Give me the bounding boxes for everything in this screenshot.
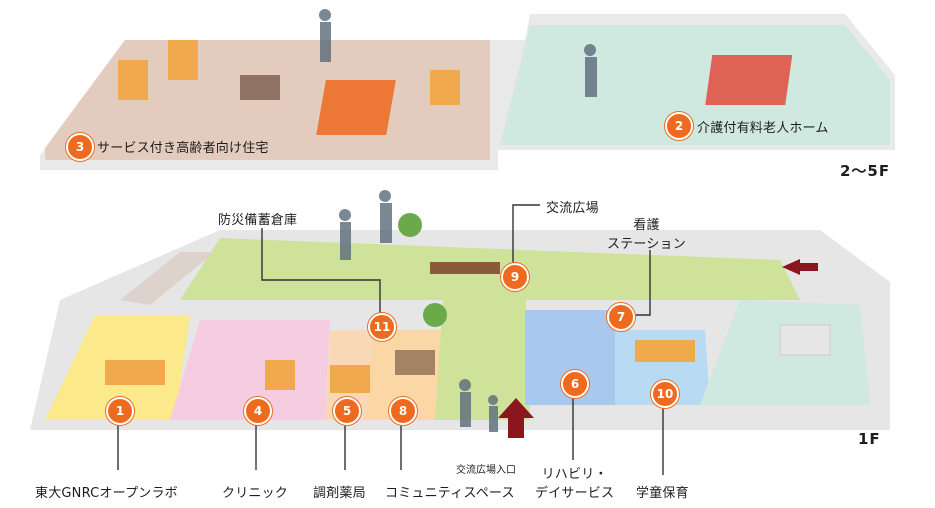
community-table <box>395 350 435 375</box>
clinic-chair <box>265 360 295 390</box>
plant-1 <box>398 213 422 237</box>
badge-3: 3 <box>66 133 94 161</box>
label-service-housing: サービス付き高齢者向け住宅 <box>97 141 269 156</box>
label-plaza: 交流広場 <box>546 201 599 216</box>
person-body-1 <box>460 392 471 427</box>
floor-label-upper: 2〜5F <box>840 162 891 180</box>
label-storage: 防災備蓄倉庫 <box>218 213 298 228</box>
badge-5: 5 <box>333 397 361 425</box>
badge-9: 9 <box>501 263 529 291</box>
label-gakudo: 学童保育 <box>636 486 689 501</box>
chair-3 <box>430 70 460 105</box>
label-nurse-line2: ステーション <box>607 237 686 252</box>
leader-11 <box>261 228 381 315</box>
badge-7: 7 <box>607 303 635 331</box>
plaza-zone <box>435 270 530 420</box>
label-nursing-home: 介護付有料老人ホーム <box>697 121 829 136</box>
clinic-zone <box>170 320 330 420</box>
plaza-bench <box>430 262 500 274</box>
rehab-zone <box>525 310 620 405</box>
leader-7 <box>635 250 651 316</box>
label-rehab-line1: リハビリ・ <box>541 467 608 482</box>
person-head-4 <box>339 209 351 221</box>
person-body-6 <box>320 22 331 62</box>
bed-upper-right <box>705 55 793 105</box>
pharmacy-counter <box>330 365 370 393</box>
person-head-2 <box>488 395 498 405</box>
person-body-5 <box>585 57 597 97</box>
leader-9 <box>512 204 540 265</box>
upper-right-floor <box>500 25 890 145</box>
label-nurse-line1: 看護 <box>633 218 660 233</box>
label-pharmacy: 調剤薬局 <box>313 486 366 501</box>
person-head-1 <box>459 379 471 391</box>
person-body-2 <box>489 406 498 432</box>
person-body-3 <box>380 203 392 243</box>
label-entrance: 交流広場入口 <box>456 465 516 476</box>
floor-label-ground: 1F <box>858 430 881 448</box>
badge-2: 2 <box>665 112 693 140</box>
badge-11: 11 <box>368 313 396 341</box>
lab-desk <box>105 360 165 385</box>
badge-8: 8 <box>389 397 417 425</box>
badge-4: 4 <box>244 397 272 425</box>
label-rehab: リハビリ・ デイサービス <box>535 463 614 501</box>
person-body-4 <box>340 222 351 260</box>
label-rehab-line2: デイサービス <box>535 486 615 501</box>
person-head-3 <box>379 190 391 202</box>
back-building <box>120 252 215 305</box>
chair-1 <box>118 60 148 100</box>
person-head-5 <box>584 44 596 56</box>
side-arrow-icon <box>782 259 818 275</box>
label-community: コミュニティスペース <box>385 486 515 501</box>
badge-1: 1 <box>106 397 134 425</box>
gakudo-desk <box>635 340 695 362</box>
bed-upper-left <box>316 80 396 135</box>
badge-10: 10 <box>651 380 679 408</box>
label-clinic: クリニック <box>222 486 289 501</box>
rehab-bed <box>779 324 831 356</box>
table-upper <box>240 75 280 100</box>
plant-2 <box>423 303 447 327</box>
entrance-arrow-icon <box>498 398 534 438</box>
person-head-6 <box>319 9 331 21</box>
chair-2 <box>168 40 198 80</box>
label-gnrc-lab: 東大GNRCオープンラボ <box>35 486 178 501</box>
label-nurse-station: 看護 ステーション <box>607 214 686 252</box>
badge-6: 6 <box>561 370 589 398</box>
